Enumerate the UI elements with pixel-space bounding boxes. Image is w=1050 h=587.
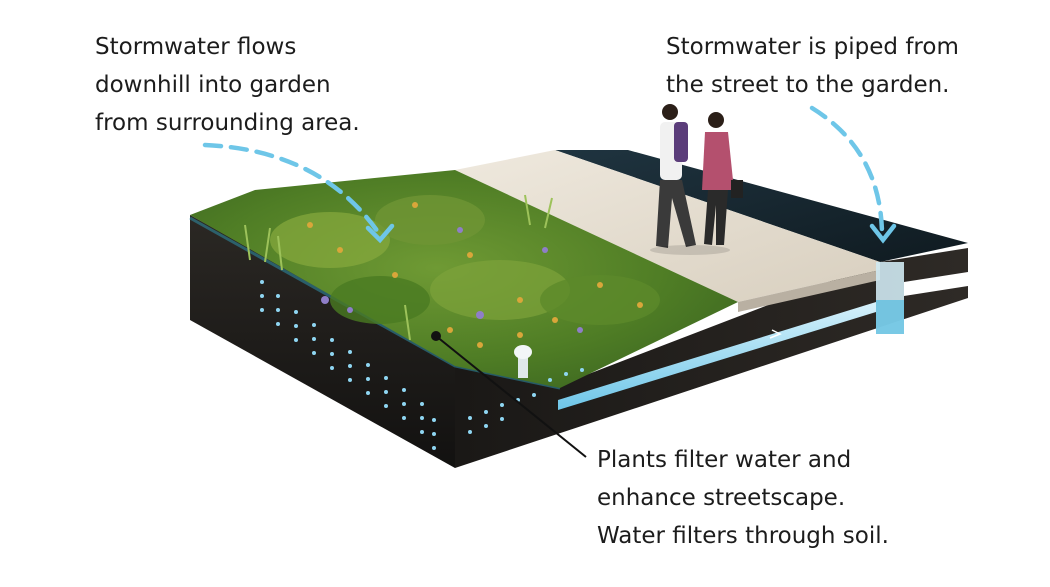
runoff-line-3: from surrounding area. [95,110,360,136]
runoff-line-1: Stormwater flows [95,34,297,60]
leader-line [435,335,587,458]
plants [244,194,660,348]
runoff-line-2: downhill into garden [95,72,331,98]
flow-arrow-icon [202,105,885,235]
street-surface [555,150,968,262]
plants-line-1: Plants filter water and [597,447,852,473]
soil-left-face [190,215,455,468]
pipe-line-1: Stormwater is piped from [666,34,959,60]
plants-line-3: Water filters through soil. [597,523,889,549]
flow-arrow-icon [769,329,782,339]
pipe-line-2: the street to the garden. [666,72,950,98]
infiltration-dots [260,280,584,450]
overflow-drain-icon [514,345,532,378]
arrowheads [365,223,897,244]
leader-dot [431,331,441,341]
underdrain-pipe [558,302,876,410]
pipe-annotation: Stormwater is piped from the street to t… [666,28,959,104]
plants-line-2: enhance streetscape. [597,485,846,511]
pedestrians [650,104,743,255]
runoff-annotation: Stormwater flows downhill into garden fr… [95,28,360,142]
plants-annotation: Plants filter water and enhance streetsc… [597,441,889,555]
